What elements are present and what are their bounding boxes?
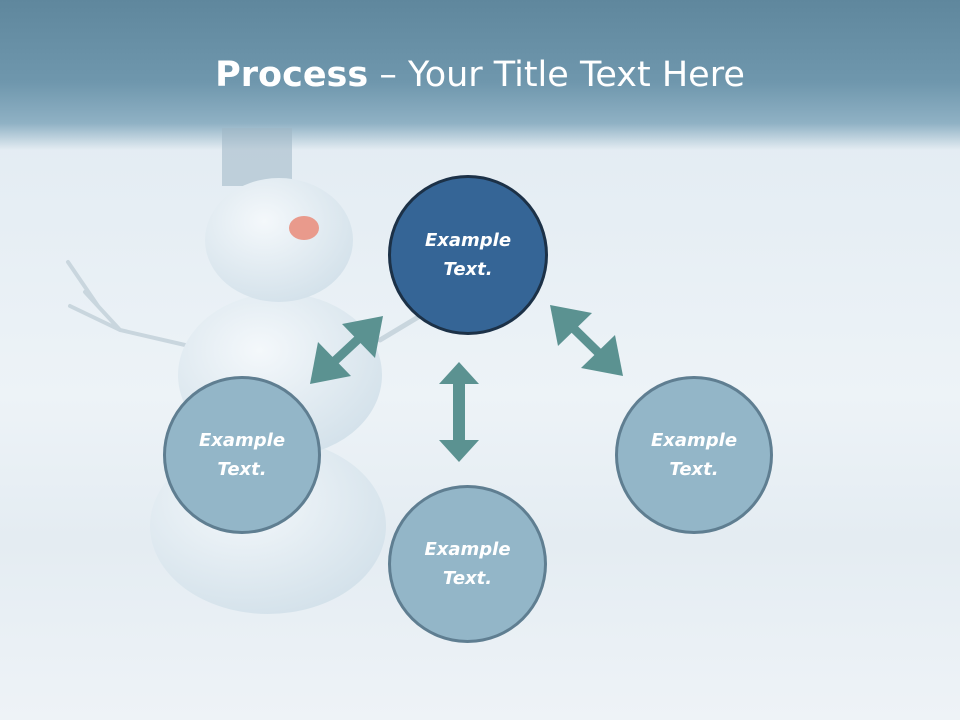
process-node-bottom[interactable]: Example Text. [388,485,547,643]
double-arrow-vertical-icon [439,362,479,462]
double-arrow-right-icon [550,305,623,376]
page-title: Process – Your Title Text Here [0,52,960,98]
title-rest: – Your Title Text Here [368,55,745,95]
title-band [0,0,960,150]
node-bottom-line1: Example [424,539,511,560]
node-top-line1: Example [424,230,512,251]
node-left-line2: Text. [217,459,267,480]
title-strong: Process [215,55,369,95]
process-node-left[interactable]: Example Text. [163,376,321,534]
process-node-right[interactable]: Example Text. [615,376,773,534]
node-right-line1: Example [650,430,738,451]
process-node-top[interactable]: Example Text. [388,175,548,335]
node-right-line2: Text. [669,459,719,480]
double-arrow-left-icon [310,316,383,384]
node-left-line1: Example [198,430,286,451]
node-bottom-line2: Text. [442,568,493,589]
node-top-line2: Text. [443,259,493,280]
